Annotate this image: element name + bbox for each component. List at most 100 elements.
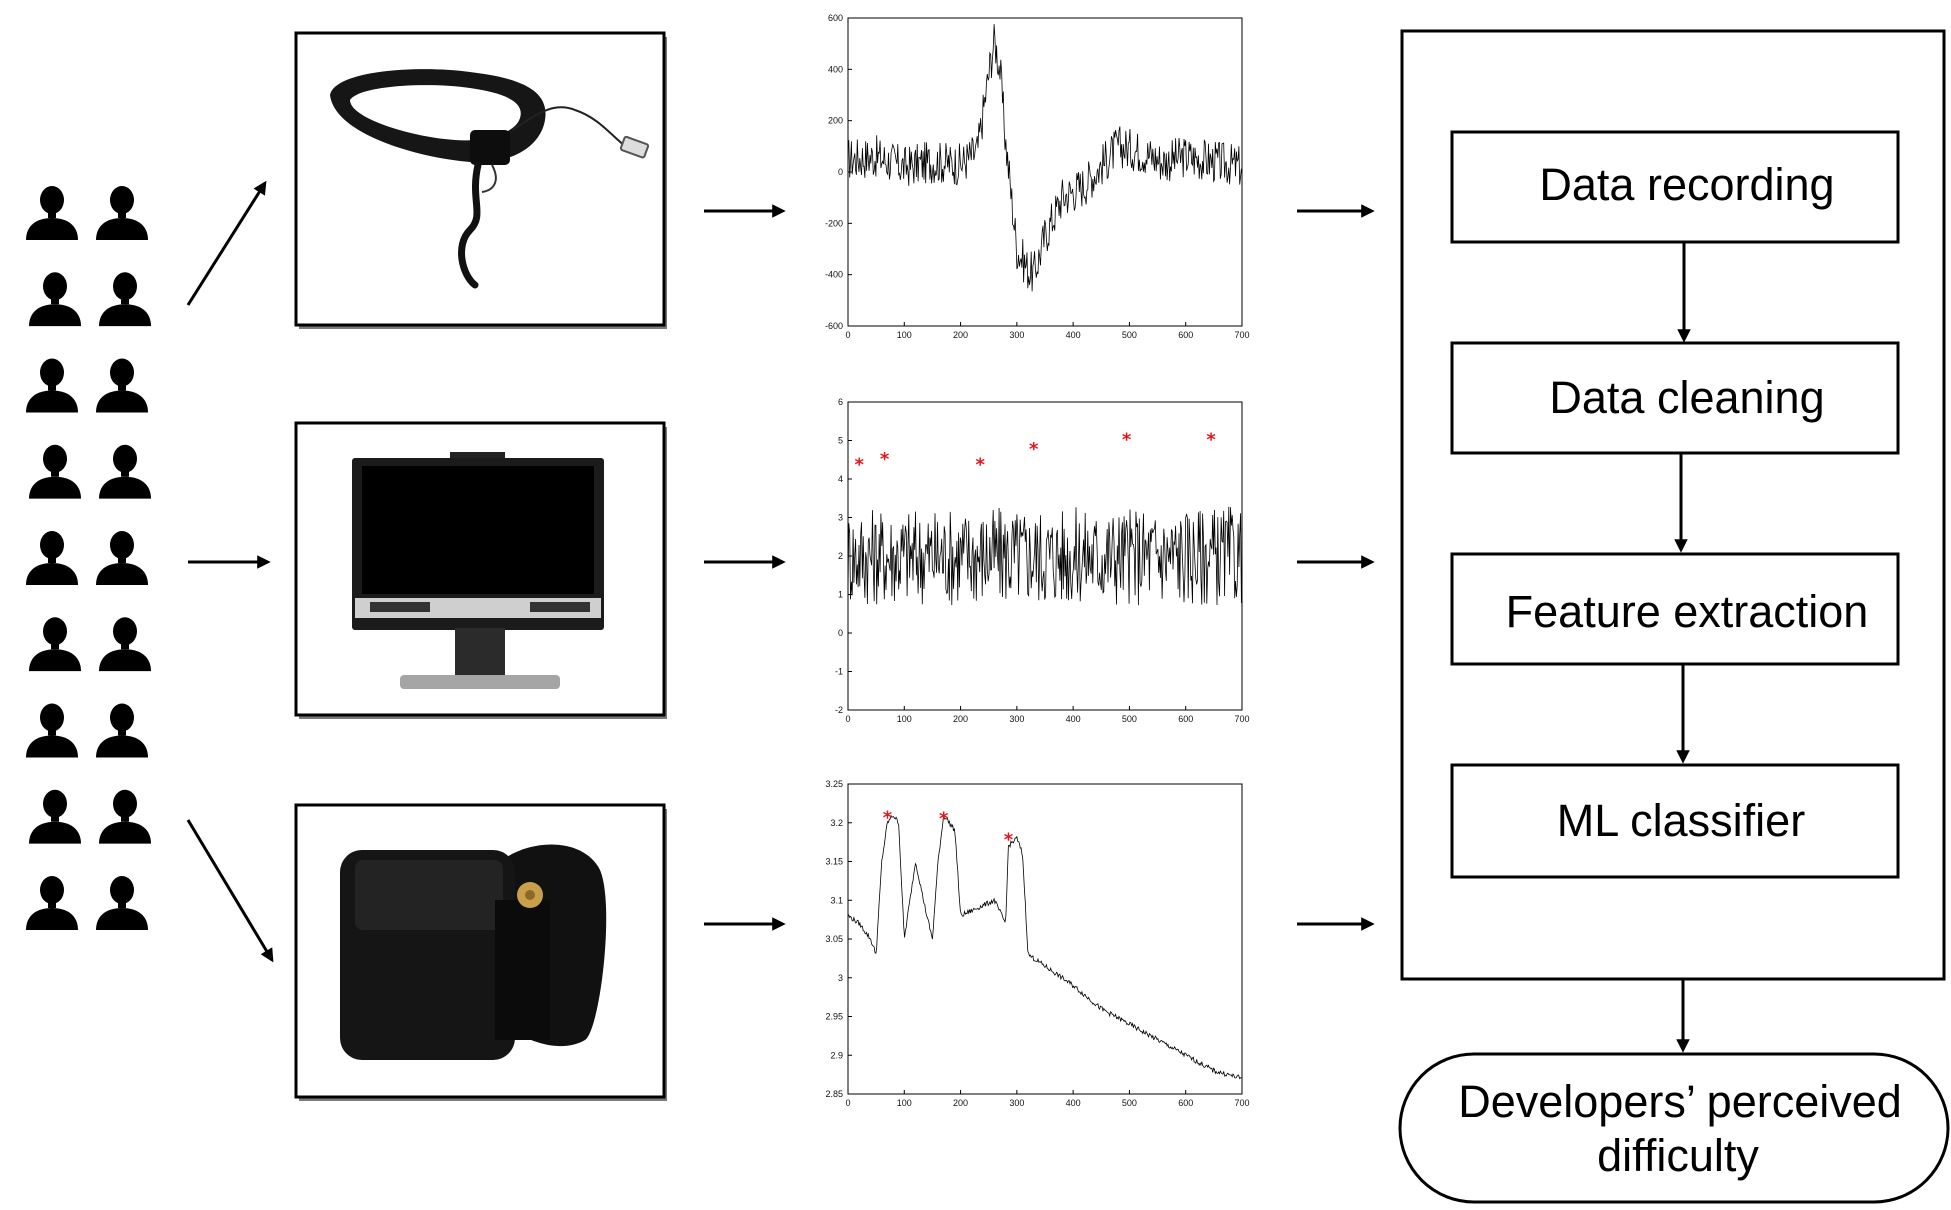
person-silhouette-icon (26, 358, 78, 413)
person-silhouette-icon (96, 876, 148, 930)
x-tick-label: 300 (1009, 714, 1024, 724)
x-tick-label: 600 (1178, 1098, 1193, 1108)
person-silhouette-icon (96, 358, 148, 413)
y-tick-label: -400 (825, 270, 843, 280)
peak-marker: * (976, 455, 986, 476)
peak-marker: * (1206, 430, 1216, 451)
peak-marker: * (883, 808, 893, 829)
person-silhouette-icon (26, 186, 78, 240)
person-silhouette-icon (96, 703, 148, 758)
eye-tracker-monitor-panel (294, 421, 667, 719)
step-data-cleaning: Data cleaning (1450, 341, 1900, 455)
y-tick-label: 3.1 (830, 895, 843, 905)
y-tick-label: -1 (835, 667, 843, 677)
x-tick-label: 500 (1122, 1098, 1137, 1108)
y-tick-label: 4 (838, 474, 843, 484)
step-label: Feature extraction (1506, 586, 1869, 637)
x-tick-label: 700 (1234, 714, 1249, 724)
y-tick-label: 600 (828, 13, 843, 23)
peak-marker: * (1004, 829, 1014, 850)
x-tick-label: 500 (1122, 330, 1137, 340)
y-tick-label: 5 (838, 436, 843, 446)
person-silhouette-icon (26, 531, 78, 585)
x-tick-label: 300 (1009, 1098, 1024, 1108)
x-tick-label: 400 (1066, 330, 1081, 340)
y-tick-label: 6 (838, 397, 843, 407)
outcome-line-1: Developers’ perceived (1458, 1076, 1902, 1127)
arrow-to-eeg (186, 180, 267, 306)
eeg-headband-panel (294, 31, 667, 329)
peak-marker: * (855, 455, 865, 476)
plot-frame (847, 17, 1243, 327)
outcome-line-2: difficulty (1597, 1130, 1759, 1181)
y-tick-label: 3 (838, 513, 843, 523)
plot-frame (847, 401, 1243, 711)
y-tick-label: 200 (828, 116, 843, 126)
x-tick-label: 500 (1122, 714, 1137, 724)
y-tick-label: 3.05 (825, 934, 843, 944)
x-tick-label: 100 (897, 714, 912, 724)
y-tick-label: 1 (838, 590, 843, 600)
participants-group (26, 186, 151, 930)
signal-trace (847, 24, 1242, 292)
x-tick-label: 400 (1066, 1098, 1081, 1108)
y-tick-label: 2.95 (825, 1012, 843, 1022)
person-silhouette-icon (99, 444, 151, 499)
person-silhouette-icon (29, 444, 81, 499)
x-tick-label: 400 (1066, 714, 1081, 724)
signal-trace (847, 814, 1242, 1080)
step-ml-classifier: ML classifier (1450, 763, 1900, 879)
x-tick-label: 700 (1234, 330, 1249, 340)
y-tick-label: 3.25 (825, 779, 843, 789)
step-data-recording: Data recording (1450, 130, 1900, 244)
eye-tracker-monitor-icon (352, 452, 604, 689)
person-silhouette-icon (99, 789, 151, 844)
x-tick-label: 200 (953, 1098, 968, 1108)
person-silhouette-icon (96, 531, 148, 585)
x-tick-label: 200 (953, 714, 968, 724)
x-tick-label: 0 (845, 330, 850, 340)
eeg-signal-chart: 0 100 200 300 400 500 600 700 -600 -400 -200 0 200 40… (825, 13, 1250, 340)
x-tick-label: 100 (897, 330, 912, 340)
wrist-sensor-icon (340, 844, 607, 1060)
y-tick-label: 400 (828, 64, 843, 74)
signal-trace (847, 506, 1242, 606)
wrist-sensor-panel (294, 803, 667, 1101)
y-tick-label: 3 (838, 973, 843, 983)
step-label: ML classifier (1557, 795, 1805, 846)
x-tick-label: 700 (1234, 1098, 1249, 1108)
y-tick-label: 2 (838, 551, 843, 561)
person-silhouette-icon (29, 789, 81, 844)
y-tick-label: -200 (825, 218, 843, 228)
y-tick-label: -2 (835, 705, 843, 715)
y-tick-label: 2.9 (830, 1050, 843, 1060)
eeg-headband-icon (330, 69, 650, 289)
peak-marker: * (1122, 430, 1132, 451)
x-tick-label: 600 (1178, 714, 1193, 724)
person-silhouette-icon (29, 272, 81, 327)
y-tick-label: 3.2 (830, 818, 843, 828)
y-tick-label: -600 (825, 321, 843, 331)
y-tick-label: 3.15 (825, 857, 843, 867)
peak-marker: * (880, 449, 890, 470)
person-silhouette-icon (29, 617, 81, 672)
plot-frame (847, 783, 1243, 1095)
x-tick-label: 200 (953, 330, 968, 340)
person-silhouette-icon (26, 703, 78, 758)
y-tick-label: 0 (838, 628, 843, 638)
person-silhouette-icon (96, 186, 148, 240)
x-tick-label: 0 (845, 714, 850, 724)
y-tick-label: 2.85 (825, 1089, 843, 1099)
step-feature-extraction: Feature extraction (1450, 552, 1900, 666)
x-tick-label: 600 (1178, 330, 1193, 340)
person-silhouette-icon (99, 272, 151, 327)
outcome-developers-perceived-difficulty: Developers’ perceived difficulty (1398, 1052, 1950, 1204)
person-silhouette-icon (99, 617, 151, 672)
y-tick-label: 0 (838, 167, 843, 177)
x-tick-label: 300 (1009, 330, 1024, 340)
arrow-to-wrist (186, 819, 274, 963)
peak-marker: * (939, 808, 949, 829)
